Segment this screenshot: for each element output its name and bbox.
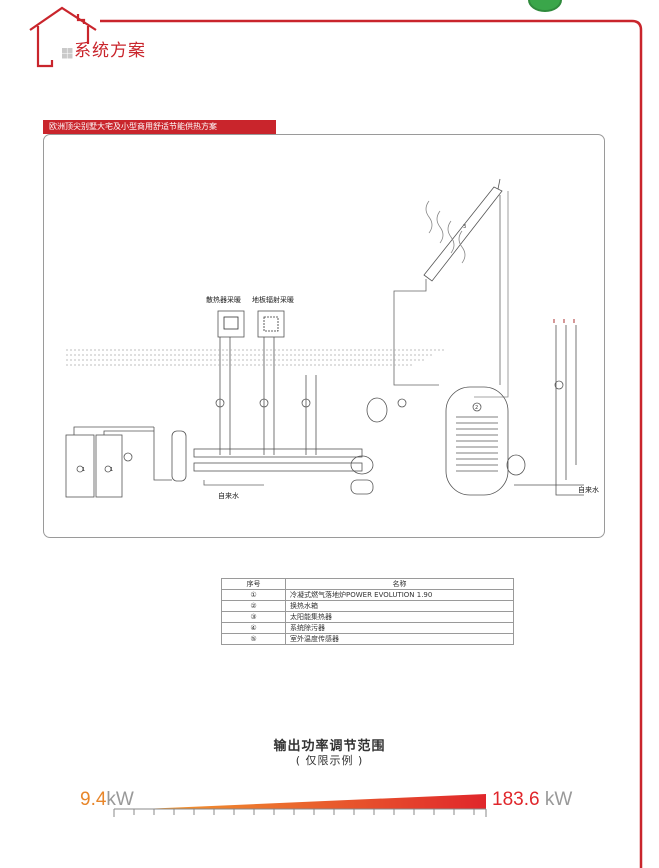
power-range-wedge — [142, 794, 486, 809]
svg-text:3: 3 — [463, 224, 466, 230]
water-inlet-left-label: 自来水 — [218, 492, 239, 500]
house-icon — [29, 6, 97, 68]
power-max-value: 183.6 — [492, 789, 540, 810]
boiler-units — [65, 426, 154, 498]
system-diagram: 1 1 2 3 散热器采暖 地板辐射采暖 自来水 自来水 — [43, 134, 605, 538]
section-title: 系统方案 — [62, 36, 146, 61]
power-min-value: 9.4 — [80, 789, 107, 810]
legend-header-row: 序号 名称 — [221, 578, 514, 590]
power-range-subtitle: ( 仅限示例 ) — [295, 754, 364, 767]
legend-header-no: 序号 — [221, 578, 286, 590]
radiator-heating-label: 散热器采暖 — [206, 296, 241, 304]
power-max: 183.6 kW — [492, 789, 572, 811]
legend-name: 太阳能集热器 — [285, 611, 514, 623]
table-row: ② 换热水箱 — [221, 600, 514, 612]
power-scale-ticks — [113, 809, 487, 817]
power-min-unit: kW — [106, 789, 134, 810]
water-inlet-right-label: 自来水 — [578, 486, 599, 494]
legend-no: ① — [221, 589, 286, 601]
power-max-unit: kW — [544, 789, 573, 810]
legend-name: 冷凝式燃气落地炉POWER EVOLUTION 1.90 — [285, 589, 514, 601]
legend-name: 系统除污器 — [285, 622, 514, 634]
power-range-bar — [113, 794, 487, 817]
table-row: ③ 太阳能集热器 — [221, 611, 514, 623]
floor-heating-label: 地板辐射采暖 — [252, 296, 294, 304]
legend-header-name: 名称 — [285, 578, 514, 590]
legend-table: 序号 名称 ① 冷凝式燃气落地炉POWER EVOLUTION 1.90 ② 换… — [221, 578, 514, 645]
legend-no: ④ — [221, 622, 286, 634]
svg-text:2: 2 — [475, 405, 478, 411]
svg-text:1: 1 — [110, 467, 113, 473]
solar-collector — [423, 178, 503, 282]
svg-text:1: 1 — [82, 467, 85, 473]
grid-icon — [62, 48, 67, 53]
schematic-drawing: 1 1 2 3 — [65, 178, 584, 498]
legend-name: 换热水箱 — [285, 600, 514, 612]
table-row: ④ 系统除污器 — [221, 622, 514, 634]
power-range-title: 输出功率调节范围 — [273, 739, 386, 754]
legend-no: ③ — [221, 611, 286, 623]
table-row: ⑤ 室外温度传感器 — [221, 633, 514, 645]
legend-no: ⑤ — [221, 633, 286, 645]
diagram-subtitle: 欧洲顶尖别墅大宅及小型商用舒适节能供热方案 — [43, 120, 276, 134]
power-min: 9.4kW — [80, 789, 134, 811]
table-row: ① 冷凝式燃气落地炉POWER EVOLUTION 1.90 — [221, 589, 514, 601]
storage-tank — [445, 386, 509, 496]
legend-name: 室外温度传感器 — [285, 633, 514, 645]
legend-no: ② — [221, 600, 286, 612]
